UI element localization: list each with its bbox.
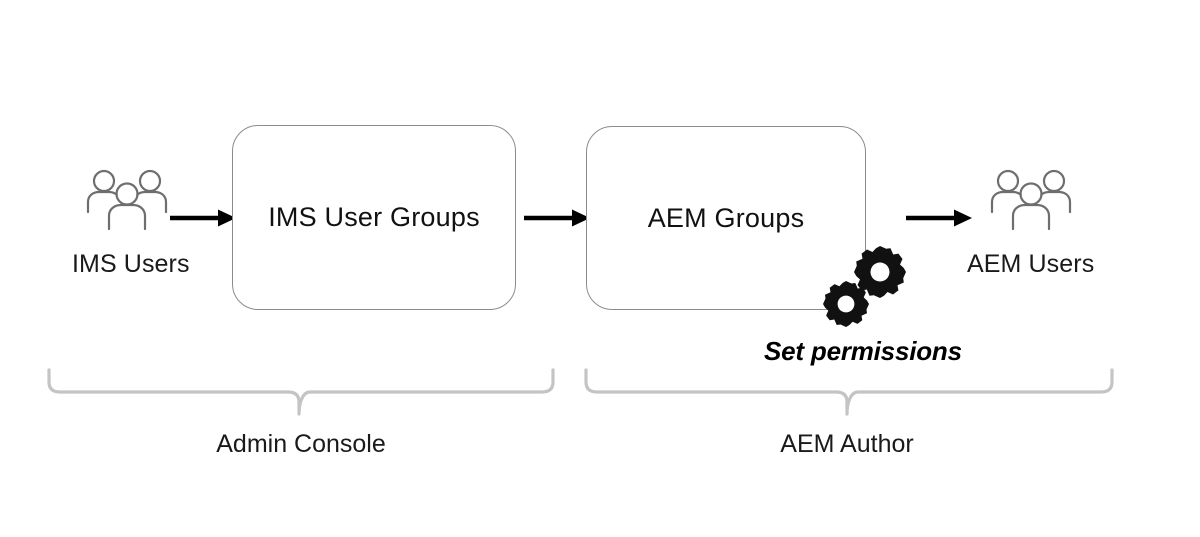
- people-group-icon-ims-users: [84, 168, 170, 230]
- aem-users-label: AEM Users: [967, 250, 1095, 278]
- gears-icon-set-permissions[interactable]: [818, 246, 914, 332]
- brace-aem-author: [582, 368, 1116, 416]
- aem-author-label: AEM Author: [780, 430, 914, 458]
- people-group-icon-aem-users: [988, 168, 1074, 230]
- box-aem-groups[interactable]: AEM Groups: [586, 126, 866, 310]
- admin-console-label: Admin Console: [216, 430, 386, 458]
- box-ims-user-groups[interactable]: IMS User Groups: [232, 125, 516, 310]
- ims-users-label: IMS Users: [72, 250, 190, 278]
- arrow-ims-users-to-ims-groups: [170, 205, 236, 231]
- arrow-aem-groups-to-aem-users: [906, 205, 972, 231]
- ims-user-groups-label: IMS User Groups: [268, 202, 480, 232]
- set-permissions-annotation: Set permissions: [764, 336, 962, 366]
- brace-admin-console: [45, 368, 557, 416]
- aem-groups-label: AEM Groups: [647, 202, 805, 233]
- arrow-ims-groups-to-aem-groups: [524, 205, 590, 231]
